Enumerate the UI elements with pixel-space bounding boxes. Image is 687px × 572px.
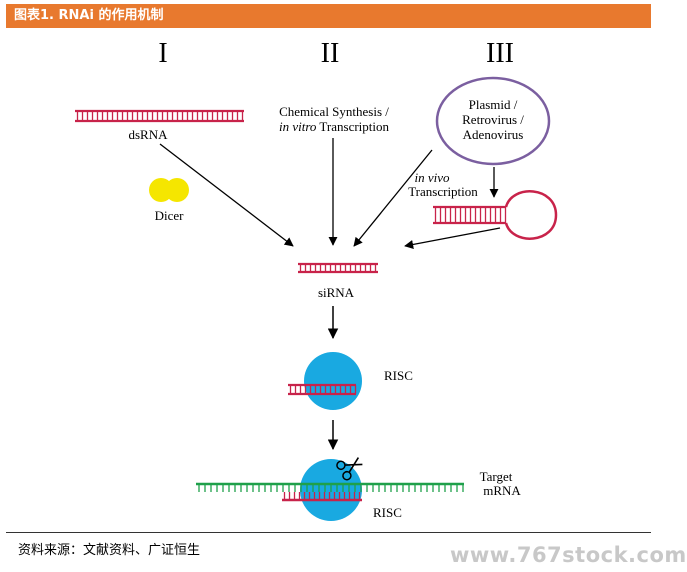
rnai-mechanism-diagram: I II III dsRNA Dicer Chemical Synthesis … bbox=[75, 38, 558, 521]
adenovirus-label: Adenovirus bbox=[463, 127, 524, 142]
in-vitro-transcription-label: in vitro Transcription bbox=[279, 119, 390, 134]
plasmid-vector bbox=[435, 76, 551, 166]
figure-title: 图表1. RNAi 的作用机制 bbox=[6, 4, 651, 28]
target-mrna-strand bbox=[196, 482, 464, 492]
risc-complex bbox=[304, 352, 362, 410]
plasmid-label: Plasmid / bbox=[469, 97, 518, 112]
source-note: 资料来源：文献资料、广证恒生 bbox=[18, 543, 201, 558]
dsrna-label: dsRNA bbox=[128, 127, 168, 142]
in-vivo-transcription-label: Transcription bbox=[408, 184, 478, 199]
dsrna-strand bbox=[75, 109, 244, 123]
dicer-label: Dicer bbox=[155, 208, 185, 223]
arrow-hairpin-to-sirna bbox=[404, 227, 501, 249]
arrow-dsrna-to-sirna bbox=[159, 143, 294, 247]
sirna-label: siRNA bbox=[318, 285, 355, 300]
numeral-ii: II bbox=[321, 38, 340, 69]
sirna-duplex bbox=[298, 262, 378, 274]
retrovirus-label: Retrovirus / bbox=[462, 112, 524, 127]
shrna-hairpin bbox=[433, 190, 558, 240]
risc-label: RISC bbox=[384, 368, 413, 383]
numeral-iii: III bbox=[486, 38, 514, 69]
target-label: Target bbox=[480, 469, 513, 484]
scissors-icon bbox=[336, 457, 363, 481]
chemical-synthesis-label: Chemical Synthesis / bbox=[279, 104, 389, 119]
dicer-enzyme bbox=[149, 178, 189, 202]
mrna-label: mRNA bbox=[483, 483, 521, 498]
risc-bound-guide-strand bbox=[282, 492, 362, 502]
arrow-invivo-to-sirna bbox=[353, 149, 433, 247]
watermark: www.767stock.com bbox=[450, 543, 687, 567]
risc-label-bottom: RISC bbox=[373, 505, 402, 520]
risc-guide-strand bbox=[288, 383, 357, 396]
numeral-i: I bbox=[158, 38, 167, 69]
in-vivo-label: in vivo bbox=[414, 170, 450, 185]
footer-divider bbox=[6, 532, 651, 533]
